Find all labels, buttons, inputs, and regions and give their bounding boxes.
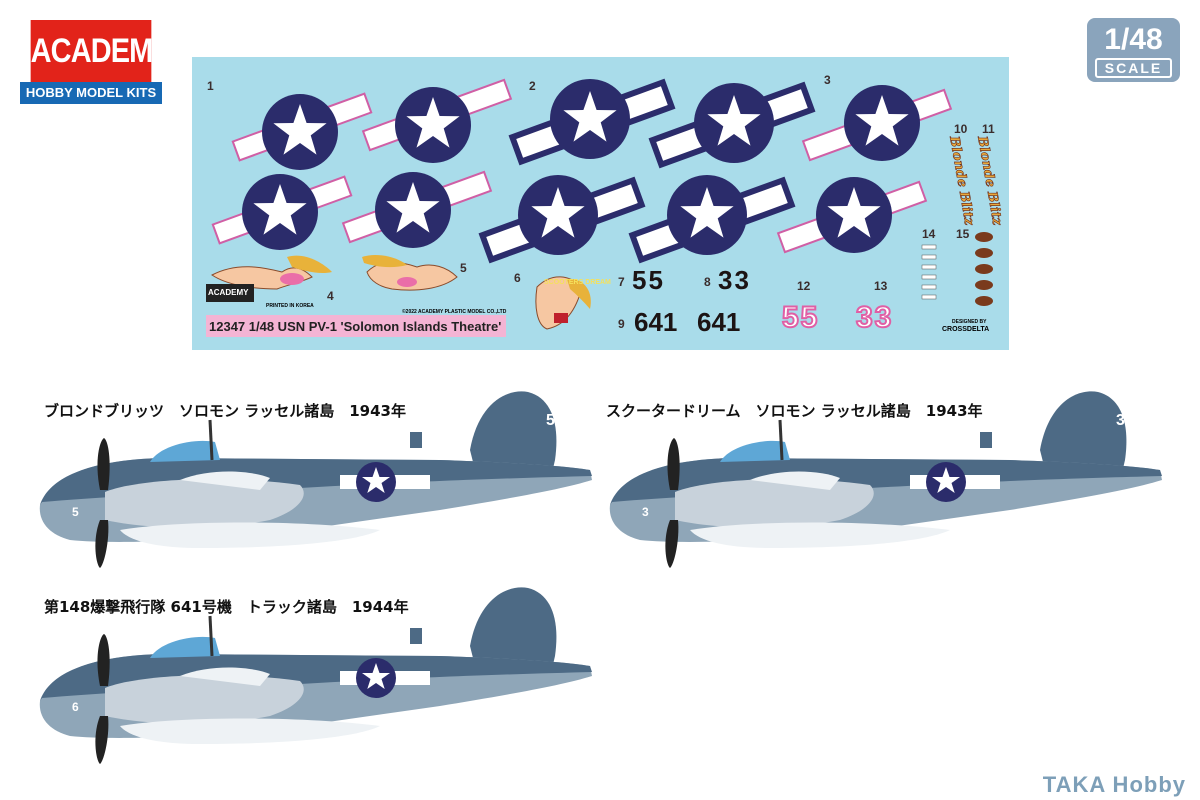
insignia-decal-3a	[801, 85, 953, 162]
stencil-decals-14	[921, 244, 937, 300]
decal-number-1: 1	[207, 79, 214, 93]
code-decal-7: 55	[632, 265, 665, 295]
profile-caption-3: 第148爆撃飛行隊 641号機 トラック諸島 1944年	[44, 598, 409, 616]
decal-sheet-graphics: Blonde Blitz Blonde Blitz	[206, 78, 1005, 337]
watermark: TAKA Hobby	[1042, 772, 1186, 797]
scale-label: SCALE	[1095, 58, 1172, 78]
profile-2-nose-code: 3	[642, 505, 649, 519]
decal-number-10: 10	[954, 122, 968, 136]
code-decal-8: 33	[718, 265, 751, 295]
decal-number-7: 7	[618, 275, 625, 289]
title-strip	[206, 315, 506, 337]
scale-ratio: 1/48	[1104, 23, 1163, 56]
insignia-decal-1b	[361, 78, 513, 163]
decal-number-13: 13	[874, 279, 888, 293]
decal-number-3: 3	[824, 73, 831, 87]
brand-tagline: HOBBY MODEL KITS	[20, 82, 162, 104]
code-decal-13: 33	[855, 300, 894, 335]
insignia-decal-2c	[478, 175, 646, 264]
profile-caption-1: ブロンドブリッツ ソロモン ラッセル諸島 1943年	[44, 402, 406, 420]
decal-sheet: Blonde Blitz Blonde Blitz 1 2 3 4 5 6 7	[192, 57, 1009, 350]
decal-number-15: 15	[956, 227, 970, 241]
designed-by-label: DESIGNED BY	[952, 319, 987, 325]
profile-1-tail-code: 5	[546, 412, 555, 429]
aircraft-profiles	[38, 389, 1164, 766]
copyright-text: ©2022 ACADEMY PLASTIC MODEL CO.,LTD	[402, 309, 507, 315]
blonde-blitz-script-11: Blonde Blitz	[974, 134, 1005, 228]
sheet-logo-box	[206, 284, 254, 302]
code-decal-9a: 641	[634, 307, 678, 337]
profile-1-nose-code: 5	[72, 505, 79, 519]
emblem-decals-15	[975, 232, 993, 306]
insignia-decal-1d	[341, 170, 493, 248]
scale-badge: 1/48 SCALE	[1087, 18, 1180, 82]
decal-number-8: 8	[704, 275, 711, 289]
aircraft-profile-3	[38, 585, 594, 766]
aircraft-profile-2	[608, 389, 1164, 570]
decal-number-9: 9	[618, 317, 625, 331]
pinup-decal-5	[362, 254, 458, 291]
brand-name: ACADEMY	[30, 20, 172, 82]
academy-logo: ACADEMY HOBBY MODEL KITS	[20, 20, 172, 108]
insignia-decal-2d	[628, 175, 796, 264]
svg-text:Blonde Blitz: Blonde Blitz	[946, 134, 977, 227]
sheet-logo: ACADEMY	[208, 288, 249, 297]
decal-number-5: 5	[460, 261, 467, 275]
insignia-decal-2b	[648, 81, 816, 169]
insignia-decal-2a	[508, 78, 676, 166]
pinup-decal-4	[211, 255, 332, 290]
insignia-decal-3b	[776, 177, 928, 254]
decal-number-11: 11	[982, 122, 995, 136]
code-decal-9b: 641	[697, 307, 741, 337]
product-line-text: 12347 1/48 USN PV-1 'Solomon Islands The…	[209, 319, 502, 334]
decal-number-4: 4	[327, 289, 334, 303]
designer-name: CROSSDELTA	[942, 326, 990, 333]
insignia-decal-1c	[211, 174, 353, 250]
scooters-dream-decal	[535, 276, 591, 330]
decal-number-6: 6	[514, 271, 521, 285]
profile-2-tail-code: 3	[1116, 412, 1125, 429]
blonde-blitz-script-10: Blonde Blitz	[946, 134, 977, 228]
nose-art-text: SCOOTERS DREAM	[544, 279, 611, 286]
svg-text:Blonde Blitz: Blonde Blitz	[974, 134, 1005, 227]
profile-3-nose-code: 6	[72, 700, 79, 714]
decal-number-14: 14	[922, 227, 936, 241]
code-decal-12: 55	[781, 300, 820, 335]
insignia-decal-1a	[231, 92, 373, 170]
profile-caption-2: スクータードリーム ソロモン ラッセル諸島 1943年	[606, 402, 983, 420]
decal-number-12: 12	[797, 279, 811, 293]
decal-number-2: 2	[529, 79, 536, 93]
aircraft-profile-1	[38, 389, 594, 570]
printed-in-text: PRINTED IN KOREA	[266, 303, 314, 309]
